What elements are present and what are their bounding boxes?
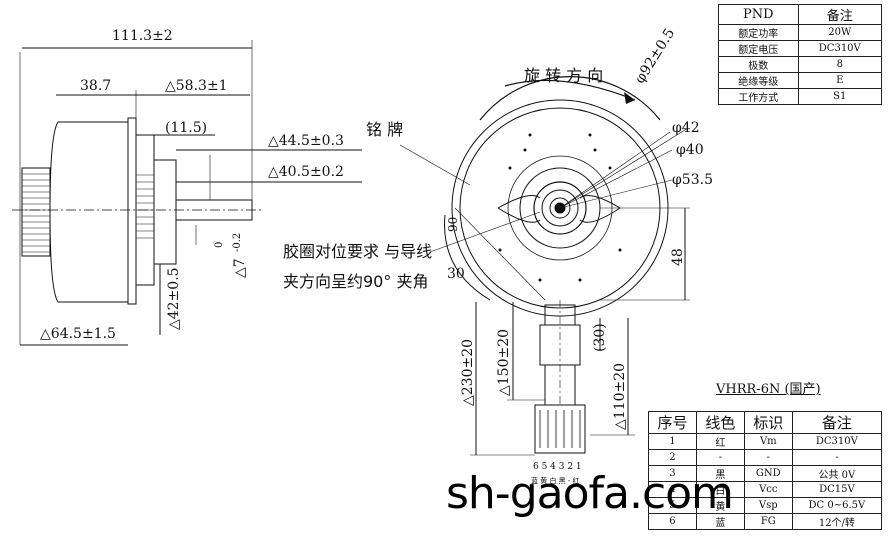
dim-lead-230: △230±20 (460, 338, 476, 406)
spec-cell: E (797, 72, 883, 89)
front-view (399, 75, 690, 456)
dim-body-length: 38.7 (80, 78, 112, 94)
wire-header-color: 线色 (695, 411, 745, 434)
wire-cell: - (695, 449, 745, 466)
wire-cell: Vm (743, 433, 793, 450)
wire-cell: GND (743, 465, 793, 482)
dim-shaft-extension: △58.3±1 (165, 78, 228, 94)
dim-shaft-dia: △7 (232, 258, 248, 278)
wire-cell: 12个/转 (791, 513, 883, 530)
pin-colors: 蓝 黄 白 黑 - 红 (531, 477, 580, 485)
dim-shaft-tol-upper: 0 (214, 241, 225, 248)
wire-cell: FG (743, 513, 793, 530)
wire-cell: 2 (648, 449, 697, 466)
wire-cell: 红 (695, 433, 745, 450)
wire-cell: 蓝 (695, 513, 745, 530)
note-line-2: 夹方向呈约90° 夹角 (283, 272, 429, 291)
dim-flange-dia: △42±0.5 (166, 267, 182, 330)
wire-table-header: 序号 线色 标识 备注 (648, 411, 883, 434)
dim-lead-150: △150±20 (496, 328, 512, 396)
wire-cell: Vcc (743, 481, 793, 498)
spec-cell: 额定功率 (718, 24, 799, 41)
wire-cell: Vsp (743, 497, 793, 514)
dim-hub-dia-2: △40.5±0.2 (268, 164, 344, 180)
wire-cell: DC310V (791, 433, 883, 450)
dim-pcd-40: φ40 (676, 142, 704, 158)
spec-cell: 20W (797, 24, 883, 41)
wire-cell: - (743, 449, 793, 466)
wire-header-id: 标识 (743, 411, 793, 434)
dim-shaft-tol-lower: -0.2 (232, 232, 243, 252)
spec-header-pnd: PND (718, 4, 799, 25)
dim-pcd-42: φ42 (672, 120, 700, 136)
dim-lead-110: △110±20 (612, 362, 628, 430)
dim-angle-30: 30 (447, 266, 465, 282)
dim-angle-r: 90 (446, 216, 460, 232)
dim-hub-dia-1: △44.5±0.3 (268, 133, 344, 149)
wire-header-no: 序号 (648, 411, 697, 434)
wire-header-note: 备注 (791, 411, 883, 434)
dim-body-dia: △64.5±1.5 (40, 326, 116, 342)
spec-cell: 8 (797, 56, 883, 73)
dim-overall-length: 111.3±2 (112, 28, 173, 44)
spec-header-note: 备注 (797, 4, 883, 25)
table-row: 2--- (648, 449, 883, 466)
spec-cell: 绝缘等级 (718, 72, 799, 89)
wire-cell: 6 (648, 513, 697, 530)
wire-cell: 公共 0V (791, 465, 883, 482)
spec-table-header: PND 备注 (718, 4, 883, 25)
dim-pcd-53-5: φ53.5 (672, 172, 713, 188)
wire-cell: - (791, 449, 883, 466)
note-line-1: 胶圈对位要求 与导线 (283, 242, 433, 261)
spec-cell: S1 (797, 88, 883, 105)
side-view (12, 40, 362, 346)
connector-title: VHRR-6N (国产) (716, 382, 821, 397)
spec-cell: DC310V (797, 40, 883, 57)
spec-cell: 极数 (718, 56, 799, 73)
pin-numbers: 6 5 4 3 2 1 (533, 462, 582, 472)
wire-cell: DC15V (791, 481, 883, 498)
dim-shoulder: (11.5) (165, 120, 208, 136)
dim-lead-30: (30) (592, 323, 608, 352)
wire-cell: 1 (648, 433, 697, 450)
wire-cell: DC 0~6.5V (791, 497, 883, 514)
dim-offset-48: 48 (670, 248, 686, 266)
watermark: sh-gaofa.com (446, 468, 734, 519)
spec-cell: 额定电压 (718, 40, 799, 57)
rotation-direction-label: 旋 转 方 向 (524, 66, 604, 85)
nameplate-label: 铭 牌 (366, 120, 404, 139)
spec-cell: 工作方式 (718, 88, 799, 105)
